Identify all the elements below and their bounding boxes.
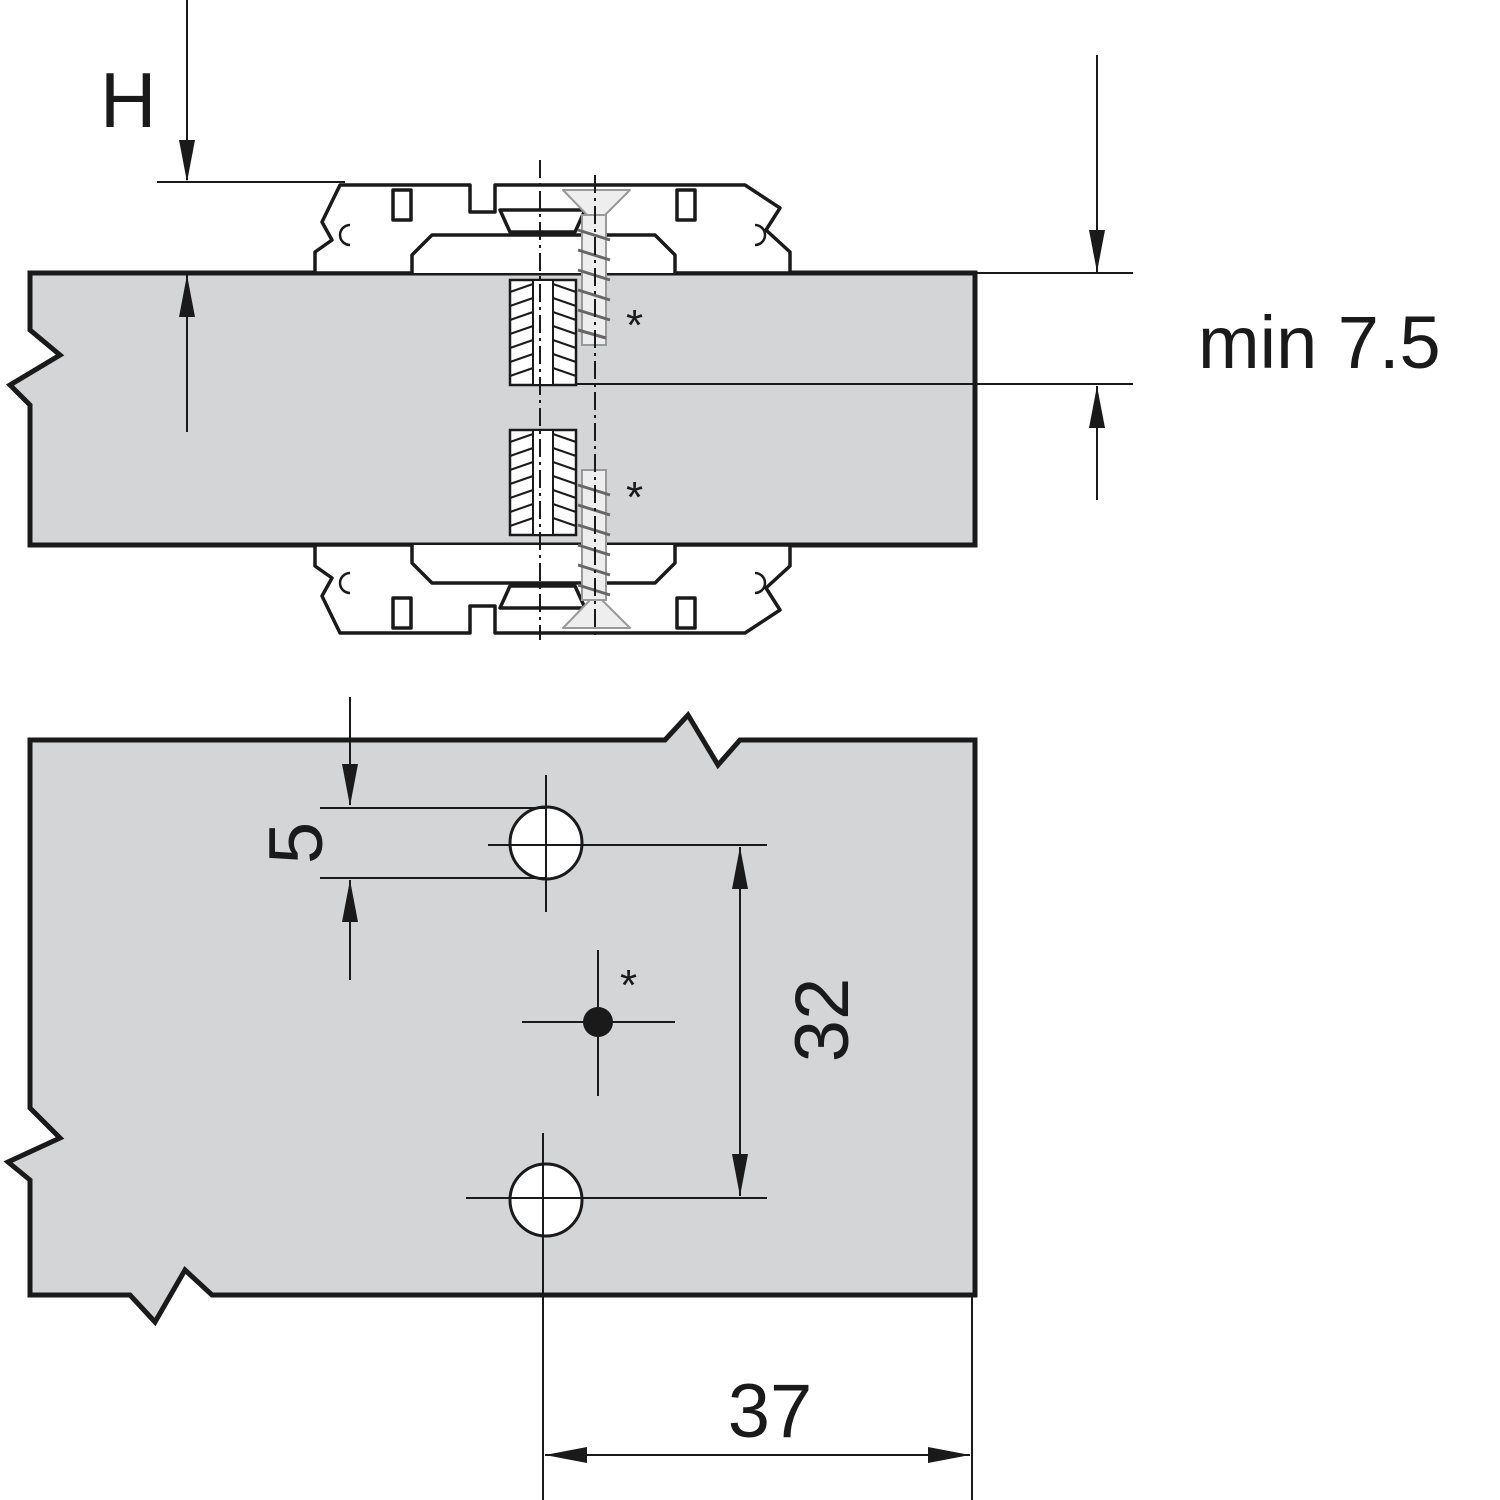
dimension-37-label: 37	[728, 1369, 813, 1454]
dimension-min: min 7.5	[575, 55, 1441, 500]
bottom-plate	[313, 543, 792, 635]
section-view: * * H min 7.5	[5, 0, 1441, 640]
dimension-32-label: 32	[780, 978, 865, 1063]
dimension-h: H	[100, 0, 345, 432]
asterisk-lower: *	[626, 473, 643, 522]
face-view: * 5 32 37	[3, 697, 978, 1500]
dowel-lower	[508, 428, 578, 537]
panel-section	[5, 270, 978, 548]
dimension-min-label: min 7.5	[1198, 301, 1441, 384]
dimension-5: 5	[254, 697, 546, 980]
dowel-upper	[508, 278, 578, 387]
hole-lower	[466, 1133, 767, 1500]
top-plate	[313, 183, 792, 275]
asterisk-point: *	[620, 961, 637, 1010]
dimension-5-label: 5	[254, 822, 339, 864]
dimension-32: 32	[732, 847, 865, 1196]
dimension-37: 37	[545, 1295, 973, 1500]
dimension-h-label: H	[100, 56, 156, 144]
screw-point: *	[522, 950, 675, 1096]
asterisk-upper: *	[626, 301, 643, 350]
panel-face	[3, 710, 978, 1327]
